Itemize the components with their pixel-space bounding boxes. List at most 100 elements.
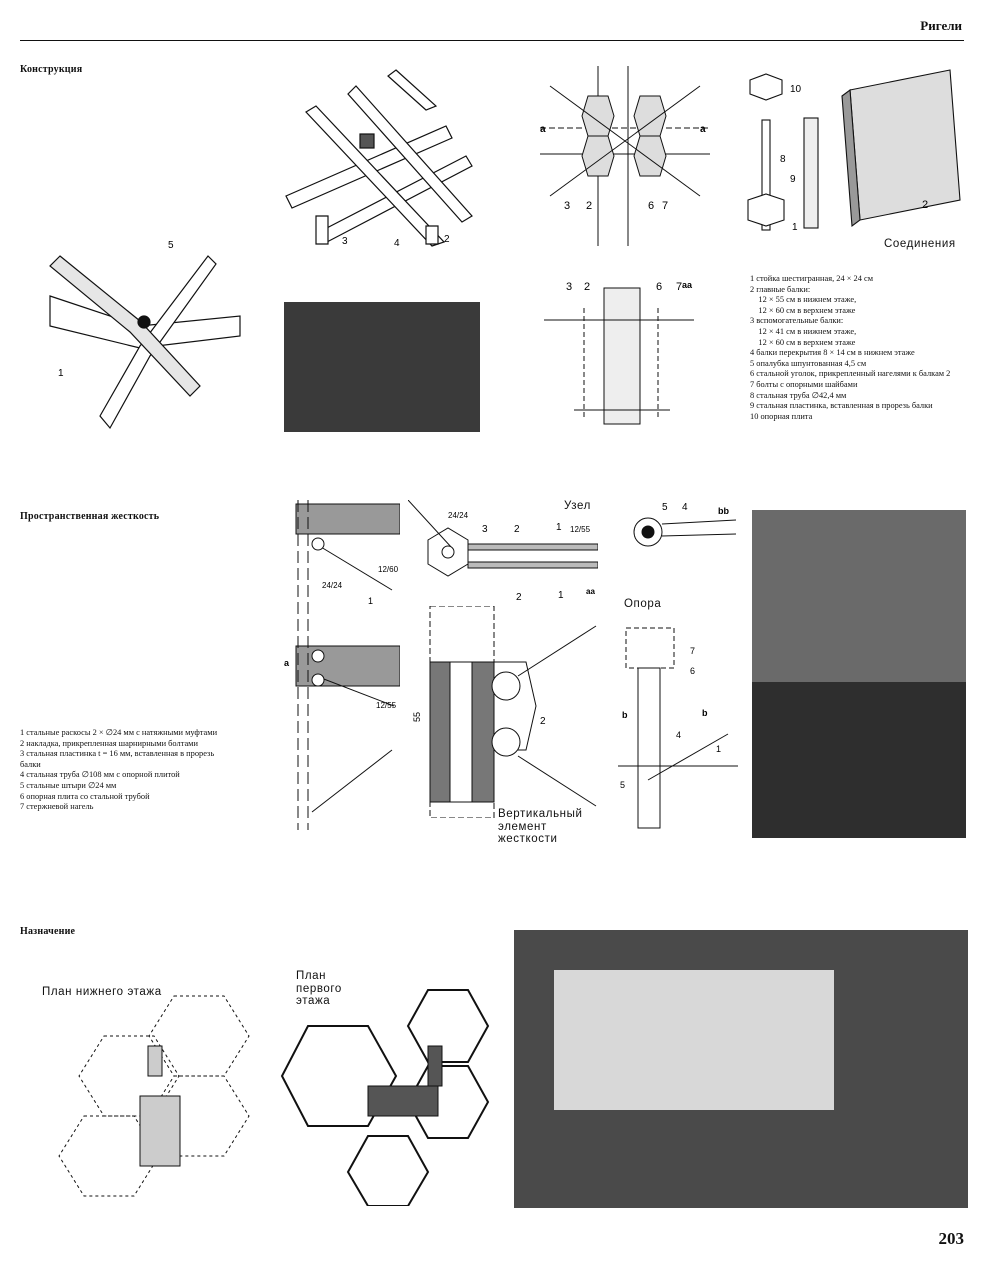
vertical-stiffening-element-drawing: 55 2 xyxy=(412,606,597,818)
label-12-55: 12/55 xyxy=(376,701,397,710)
bracing-node-photo xyxy=(752,510,966,682)
label-4: 4 xyxy=(682,502,688,513)
legend-item: 3 стальная пластинка t = 16 мм, вставлен… xyxy=(20,749,217,769)
label-24-24: 24/24 xyxy=(322,581,343,590)
connections-exploded-drawing: 10 8 9 1 2 xyxy=(747,69,961,233)
label-1: 1 xyxy=(556,522,562,533)
label-aa: aa xyxy=(586,587,595,596)
legend-item: 1 стойка шестигранная, 24 × 24 см xyxy=(750,274,874,283)
legend-item: 5 стальные штыри ∅24 мм xyxy=(20,780,117,790)
caption-line: Вертикальный xyxy=(498,808,583,820)
label-8: 8 xyxy=(780,154,786,165)
label-a-right: a xyxy=(700,124,706,135)
label-a-left: a xyxy=(540,124,546,135)
label-5: 5 xyxy=(620,780,625,790)
section-heading-rigidity: Пространственная жесткость xyxy=(20,511,160,522)
column-beam-node-axonometric-drawing: 5 1 xyxy=(49,240,241,430)
label-24-24: 24/24 xyxy=(448,511,469,520)
label-1: 1 xyxy=(792,222,798,233)
label-9: 9 xyxy=(790,174,796,185)
caption-vertical-element: Вертикальный элемент жесткости xyxy=(498,808,583,846)
glazed-wall xyxy=(554,970,834,1110)
legend-item: 8 стальная труба ∅42,4 мм xyxy=(750,390,847,400)
column-connection-plan-drawing: a a 3 2 6 7 xyxy=(540,66,710,246)
legend-item: 4 балки перекрытия 8 × 14 см в нижнем эт… xyxy=(750,348,915,358)
legend-item: 9 стальная пластинка, вставленная в прор… xyxy=(750,401,933,411)
caption-line: элемент xyxy=(498,820,547,833)
caption-node: Узел xyxy=(564,500,591,512)
label-2: 2 xyxy=(586,200,592,212)
legend-item: 12 × 55 см в нижнем этаже, xyxy=(750,295,857,305)
caption-lower-floor-plan: План нижнего этажа xyxy=(42,986,162,998)
label-1: 1 xyxy=(58,368,64,379)
label-3: 3 xyxy=(566,281,572,293)
label-6: 6 xyxy=(656,281,662,293)
label-bb: bb xyxy=(718,506,729,516)
legend-item: 10 опорная плита xyxy=(750,411,813,421)
caption-line: первого xyxy=(296,982,342,995)
label-7: 7 xyxy=(690,646,695,656)
label-2: 2 xyxy=(584,281,590,293)
label-3: 3 xyxy=(342,236,348,247)
caption-support: Опора xyxy=(624,598,662,610)
label-3: 3 xyxy=(564,200,570,212)
label-2: 2 xyxy=(922,199,928,211)
legend-item: 12 × 41 см в нижнем этаже, xyxy=(750,326,857,336)
label-12-60: 12/60 xyxy=(378,565,399,574)
label-1: 1 xyxy=(558,590,564,600)
legend-item: 7 болты с опорными шайбами xyxy=(750,379,858,389)
rigidity-legend: 1 стальные раскосы 2 × ∅24 мм с натяжным… xyxy=(20,728,232,813)
label-2: 2 xyxy=(540,716,546,727)
label-aa: aa xyxy=(682,280,693,290)
legend-item: 3 вспомогательные балки: xyxy=(750,316,844,326)
bracing-ceiling-photo xyxy=(752,682,966,838)
page-number: 203 xyxy=(938,1229,965,1248)
legend-item: 12 × 60 см в верхнем этаже xyxy=(750,305,856,315)
first-floor-plan-drawing xyxy=(280,989,490,1206)
label-55: 55 xyxy=(412,712,422,722)
bracing-elevation-drawing: 24/24 12/60 1 12/55 a xyxy=(284,500,400,830)
legend-item: 1 стальные раскосы 2 × ∅24 мм с натяжным… xyxy=(20,728,218,737)
legend-item: 6 опорная плита со стальной трубой xyxy=(20,791,150,801)
page-header: Ригели xyxy=(20,14,964,41)
construction-photo xyxy=(284,302,480,432)
label-6: 6 xyxy=(648,200,654,212)
label-3: 3 xyxy=(482,524,488,535)
label-10: 10 xyxy=(790,84,802,95)
caption-line: этажа xyxy=(296,995,331,1007)
legend-item: 5 опалубка шпунтованная 4,5 см xyxy=(750,358,867,368)
section-bb-drawing: 5 4 bb xyxy=(633,502,736,547)
label-12-55: 12/55 xyxy=(570,525,591,534)
caption-connections: Соединения xyxy=(884,238,956,250)
label-4: 4 xyxy=(676,730,681,740)
label-7: 7 xyxy=(662,200,668,212)
node-plan-drawing: 24/24 3 2 1 12/55 2 1 aa xyxy=(408,500,598,600)
label-b-left: b xyxy=(622,710,628,720)
label-2: 2 xyxy=(516,592,522,600)
legend-item: 2 накладка, прикрепленная шарнирными бол… xyxy=(20,738,198,748)
section-aa-drawing: 3 2 6 7 aa xyxy=(544,280,694,425)
label-2: 2 xyxy=(514,524,520,535)
legend-item: 12 × 60 см в верхнем этаже xyxy=(750,337,856,347)
construction-legend: 1 стойка шестигранная, 24 × 24 см 2 глав… xyxy=(750,274,962,422)
label-a: a xyxy=(284,658,290,668)
legend-item: 4 стальная труба ∅108 мм с опорной плито… xyxy=(20,770,180,780)
label-5: 5 xyxy=(168,240,174,251)
legend-item: 2 главные балки: xyxy=(750,284,811,294)
running-title: Ригели xyxy=(920,18,962,33)
label-6: 6 xyxy=(690,666,695,676)
section-heading-construction: Конструкция xyxy=(20,64,83,75)
interior-model-photo xyxy=(514,930,968,1208)
label-4: 4 xyxy=(394,238,400,249)
label-1: 1 xyxy=(368,596,373,606)
beam-grid-axonometric-drawing: 3 4 2 xyxy=(285,69,473,249)
label-b-right: b xyxy=(702,708,708,718)
label-7: 7 xyxy=(676,281,682,293)
legend-item: 6 стальной уголок, прикрепленный нагелям… xyxy=(750,369,951,379)
caption-first-floor-plan: План первого этажа xyxy=(296,970,342,1008)
support-detail-drawing: 7 6 4 b b 1 5 xyxy=(618,627,738,829)
lower-floor-plan-drawing xyxy=(58,995,250,1197)
caption-line: План xyxy=(296,970,327,982)
legend-item: 7 стержневой нагель xyxy=(20,802,94,812)
caption-line: жесткости xyxy=(498,833,558,845)
